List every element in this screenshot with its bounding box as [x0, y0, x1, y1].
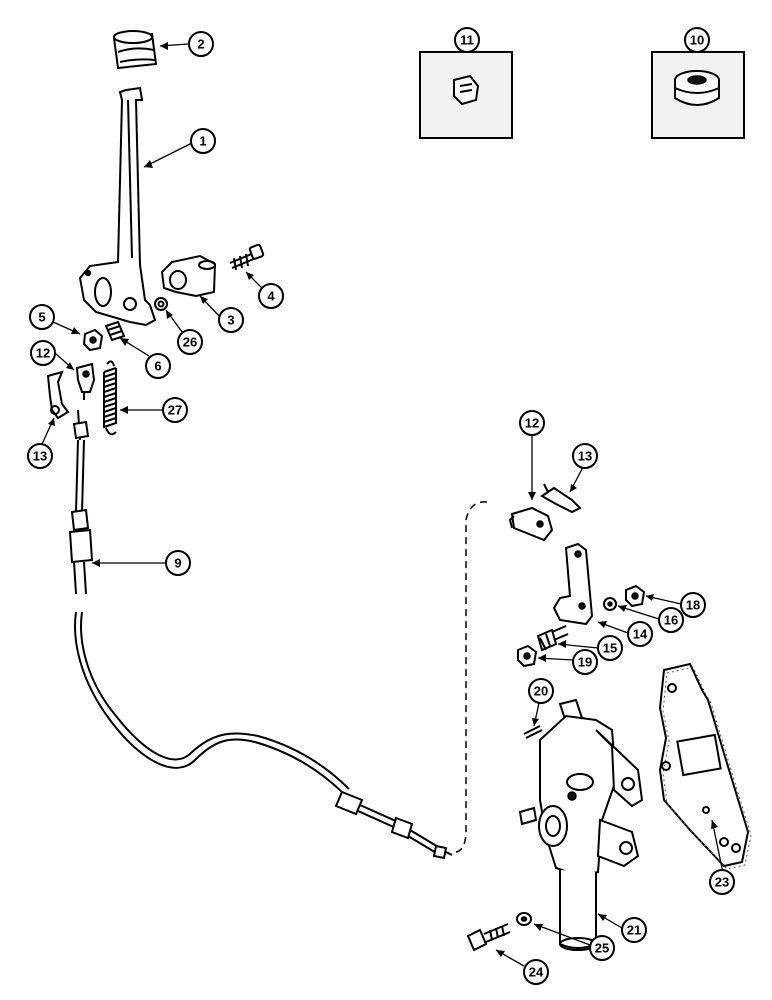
part-16-washer [603, 597, 617, 611]
callout-18: 18 [680, 592, 706, 618]
callout-14: 14 [627, 621, 653, 647]
callout-12-lower: 12 [519, 410, 545, 436]
callout-2-label: 2 [197, 37, 204, 52]
part-6-insert [104, 320, 126, 342]
part-27-spring [103, 360, 117, 436]
part-23-gasket [658, 662, 752, 870]
part-26-washer [154, 297, 168, 311]
callout-25: 25 [589, 935, 615, 961]
part-13-lower-clip [540, 483, 582, 514]
callout-1: 1 [190, 128, 216, 154]
callout-27-label: 27 [168, 403, 182, 418]
part-20-pin [523, 725, 543, 739]
part-14-arm [552, 542, 594, 626]
cable-route-dashed-line [455, 501, 489, 853]
callout-14-label: 14 [633, 627, 648, 642]
callout-11-label: 11 [460, 33, 474, 48]
part-9-cable [68, 409, 453, 860]
callout-16-label: 16 [664, 613, 678, 628]
callout-20-label: 20 [534, 684, 548, 699]
callout-1-label: 1 [199, 134, 206, 149]
callout-24-label: 24 [529, 965, 544, 980]
callout-24: 24 [523, 959, 549, 985]
part-10-detail-box [651, 51, 745, 139]
part-24-bolt [466, 923, 511, 952]
callout-26-label: 26 [183, 335, 197, 350]
callout-10-label: 10 [690, 33, 704, 48]
callout-25-label: 25 [595, 941, 609, 956]
part-1-lever [78, 86, 157, 327]
callout-16: 16 [658, 607, 684, 633]
callout-19-label: 19 [578, 655, 592, 670]
callout-12-upper: 12 [30, 340, 56, 366]
part-12-upper-clevis [75, 362, 96, 400]
callout-18-label: 18 [686, 598, 700, 613]
callout-4: 4 [258, 283, 284, 309]
callout-21-label: 21 [627, 923, 641, 938]
callout-6-label: 6 [154, 359, 161, 374]
part-25-washer [516, 912, 532, 926]
callout-10: 10 [684, 27, 710, 53]
callout-15: 15 [597, 635, 623, 661]
callout-20: 20 [528, 678, 554, 704]
callout-23-label: 23 [715, 875, 729, 890]
callout-15-label: 15 [603, 641, 617, 656]
callout-3-label: 3 [227, 313, 234, 328]
callout-13-upper: 13 [27, 443, 53, 469]
part-19-nut [517, 644, 538, 668]
callout-5: 5 [29, 304, 55, 330]
part-4-bolt [229, 243, 265, 271]
part-3-bushing [160, 254, 217, 298]
part-21-valve-body [518, 698, 644, 951]
part-13-upper-clip [46, 370, 70, 420]
part-15-stud [536, 625, 569, 652]
part-18-nut [625, 584, 646, 608]
callout-3: 3 [218, 307, 244, 333]
callout-9-label: 9 [174, 556, 181, 571]
callout-11: 11 [454, 27, 480, 53]
part-2-knob-sleeve [112, 30, 158, 70]
callout-4-label: 4 [267, 289, 275, 304]
callout-12-lower-label: 12 [525, 416, 539, 431]
callout-12-upper-label: 12 [36, 346, 50, 361]
callout-26: 26 [177, 329, 203, 355]
part-5-nut [82, 328, 104, 352]
part-12-lower-clevis [508, 506, 554, 542]
callout-21: 21 [621, 917, 647, 943]
callout-19: 19 [572, 649, 598, 675]
callout-2: 2 [188, 31, 214, 57]
callout-13-lower-label: 13 [578, 449, 592, 464]
callout-6: 6 [145, 353, 171, 379]
leader-lines [41, 42, 723, 967]
callout-13-upper-label: 13 [33, 449, 47, 464]
callout-27: 27 [162, 397, 188, 423]
callout-13-lower: 13 [572, 443, 598, 469]
callout-23: 23 [709, 869, 735, 895]
callout-5-label: 5 [38, 310, 45, 325]
part-11-detail-box [419, 51, 513, 139]
callout-9: 9 [165, 550, 191, 576]
